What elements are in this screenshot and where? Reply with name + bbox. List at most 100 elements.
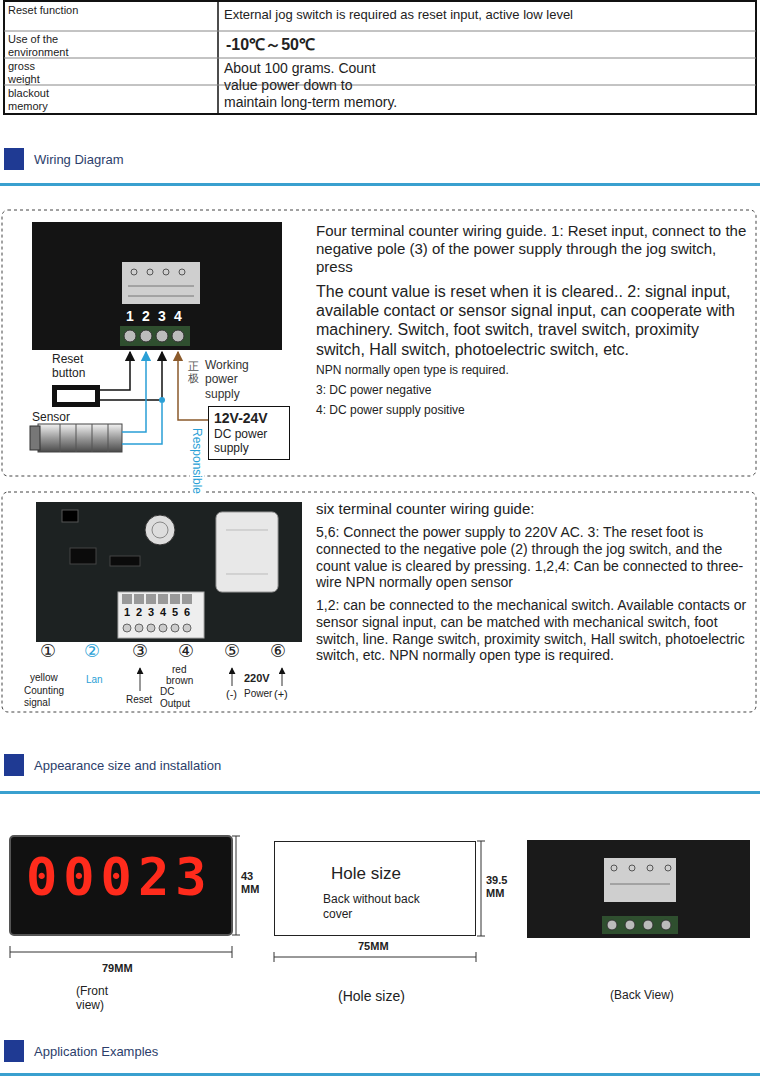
capacitor [145, 515, 175, 545]
box-text: Back without back cover [323, 892, 433, 921]
front-panel [10, 836, 232, 935]
table-row-line [4, 58, 756, 59]
callout-arrow [140, 668, 141, 691]
part-label: Sensor [32, 410, 70, 424]
note-text: 4: DC power supply positive [316, 403, 748, 417]
callout-number: ② [81, 640, 103, 662]
terminal-slot [146, 594, 156, 604]
wire [178, 352, 208, 420]
wire-label: red [172, 664, 186, 676]
terminal-screw [643, 920, 653, 930]
sticker-dot [179, 269, 185, 275]
jumper [62, 510, 78, 522]
terminal-number: 5 [169, 606, 181, 619]
chip [110, 556, 140, 566]
part-label: Working power supply [205, 358, 261, 401]
wire [122, 352, 146, 432]
part-label: 正极 [188, 360, 199, 384]
button-face [57, 390, 95, 402]
note-text: The count value is reset when it is clea… [316, 282, 748, 359]
wire-label: Lan [86, 674, 103, 686]
terminal-slot [182, 594, 192, 604]
dimension-line [10, 952, 232, 953]
terminal-sticker [122, 262, 200, 304]
wire-label: Reset [126, 694, 152, 706]
section-heading: Application Examples [34, 1044, 158, 1060]
callout-number: ④ [175, 640, 197, 662]
dimension-tick [274, 952, 275, 962]
wire [122, 403, 162, 444]
table-cell: Use of the environment [8, 33, 108, 59]
table-cell: Reset function [8, 4, 108, 17]
dimension-tick [232, 935, 240, 936]
terminal-strip [120, 326, 190, 346]
dashed-panel [2, 492, 756, 712]
reset-button: Reset button [52, 352, 106, 407]
table-row-line [4, 31, 756, 32]
table-cell: About 100 grams. Count value power down … [224, 60, 404, 110]
table-row-line [4, 85, 756, 86]
heading-square [4, 148, 24, 170]
note-text: six terminal counter wiring guide: [316, 500, 748, 518]
wire-label: yellow [30, 672, 58, 684]
wire-label: Responsible [190, 426, 204, 496]
terminal-number: 3 [156, 308, 168, 325]
note-text: NPN normally open type is required. [316, 363, 748, 377]
dimension-line [481, 841, 482, 936]
button-body [52, 385, 100, 407]
sensor-thread [60, 424, 61, 452]
terminal-number: 1 [124, 308, 136, 325]
terminal-screw [156, 330, 168, 342]
wire-label: (+) [274, 688, 288, 701]
transformer-line [226, 530, 268, 531]
dimension-tick [232, 836, 240, 837]
wire [100, 352, 162, 400]
terminal-number: 3 [145, 606, 157, 619]
dimension-line [274, 957, 476, 958]
heading-square [4, 1040, 24, 1062]
dimension: 75MM [358, 940, 389, 953]
section-heading: Appearance size and installation [34, 758, 221, 774]
dimension-tick [476, 952, 477, 962]
note-text: 5,6: Connect the power supply to 220V AC… [316, 524, 748, 591]
wire-junction [159, 397, 165, 403]
sticker-dot [611, 865, 617, 871]
back-panel [527, 840, 750, 938]
terminal-number: 6 [181, 606, 193, 619]
sensor-thread [108, 424, 109, 452]
wire-label: (-) [226, 688, 237, 701]
sticker-line [128, 286, 194, 287]
terminal-strip [602, 916, 678, 934]
wire-label: 220V [244, 672, 270, 685]
callout-number: ⑥ [267, 640, 289, 662]
table-cell: blackout memory [8, 87, 68, 113]
sticker-dot [665, 865, 671, 871]
heading-rule [0, 1073, 760, 1076]
terminal-slot [134, 594, 144, 604]
sensor-thread [76, 424, 77, 452]
capacitor-ring [152, 522, 168, 538]
callout-number: ③ [129, 640, 151, 662]
callout-arrow [282, 668, 283, 686]
circuit-board [36, 502, 302, 642]
terminal-screw [661, 920, 671, 930]
wire [100, 352, 130, 390]
terminal-number: 1 [121, 606, 133, 619]
sticker-dot [647, 865, 653, 871]
table-cell: gross weight [8, 60, 58, 86]
sticker-line [610, 884, 670, 885]
sticker-dot [629, 865, 635, 871]
terminal-screw [135, 624, 143, 632]
sticker-dot [147, 269, 153, 275]
wire-label: brown [166, 675, 193, 687]
terminal-number: 4 [157, 606, 169, 619]
terminal-number: 4 [172, 308, 184, 325]
heading-rule [0, 791, 760, 794]
transformer [216, 512, 278, 592]
note-text: Four terminal counter wiring guide. 1: R… [316, 222, 748, 276]
terminal-slot [170, 594, 180, 604]
dimension: 39.5 MM [486, 874, 516, 900]
view-caption: (Hole size) [338, 988, 405, 1005]
table-cell: -10℃～50℃ [226, 35, 315, 54]
terminal-slot [122, 594, 132, 604]
